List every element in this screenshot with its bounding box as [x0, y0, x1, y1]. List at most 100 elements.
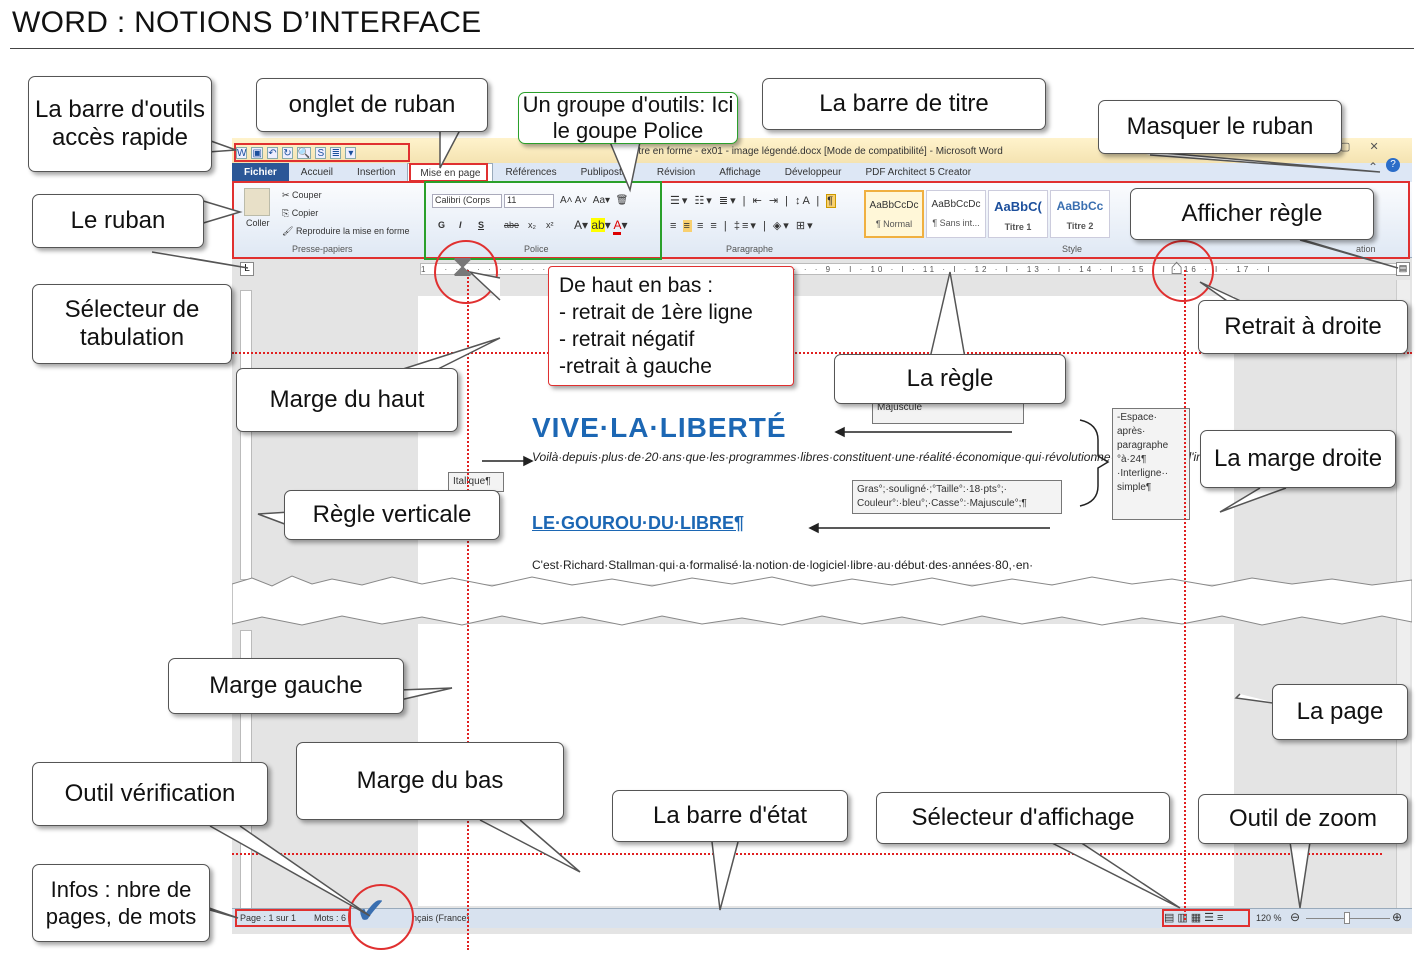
group-label-clipboard: Presse-papiers: [292, 244, 353, 254]
layout-icon[interactable]: ≣: [330, 147, 342, 159]
callout-marge-gauche: Marge gauche: [168, 658, 404, 714]
word-logo-icon: W: [236, 147, 248, 159]
window-controls[interactable]: ▢ ✕: [1340, 141, 1387, 153]
help-icon[interactable]: ?: [1386, 158, 1400, 172]
status-words[interactable]: Mots : 6: [314, 913, 347, 923]
tab-publipostage[interactable]: Publipostag: [580, 167, 633, 178]
scissors-icon: ✂: [282, 190, 293, 200]
callout-qat: La barre d'outils accès rapide: [28, 76, 212, 172]
tab-revision[interactable]: Révision: [656, 167, 696, 178]
cut-button[interactable]: ✂ Couper: [282, 190, 322, 200]
superscript-button[interactable]: x²: [546, 220, 554, 230]
top-margin-line: [232, 352, 1412, 354]
torn-edge: [232, 575, 1412, 626]
comment-espace: -Espace· après· paragraphe °à·24¶ ·Inter…: [1112, 408, 1190, 520]
callout-regle: La règle: [834, 354, 1066, 404]
view-ruler-icon[interactable]: ▤: [1396, 262, 1410, 276]
tab-insertion[interactable]: Insertion: [357, 167, 396, 178]
page-title: WORD : NOTIONS D’INTERFACE: [12, 6, 482, 39]
view-selector-icons[interactable]: ▤▥▦☰≡: [1164, 912, 1227, 924]
zoom-level[interactable]: 120 %: [1256, 913, 1282, 923]
strikethrough-button[interactable]: abe: [504, 220, 520, 230]
callout-onglet: onglet de ruban: [256, 78, 488, 132]
document-heading-1: VIVE·LA·LIBERTÉ: [532, 412, 787, 443]
print-preview-icon[interactable]: 🔍: [296, 147, 312, 159]
callout-regle-verticale: Règle verticale: [284, 490, 500, 540]
right-indent-circle: [1152, 240, 1214, 302]
tab-developpeur[interactable]: Développeur: [784, 167, 842, 178]
proofing-check-icon[interactable]: ✔: [356, 890, 387, 931]
subscript-button[interactable]: x₂: [528, 220, 536, 230]
align-icons[interactable]: ≡ ≡ ≡ ≡ | ‡≡▾ | ◈▾ ⊞▾: [670, 220, 815, 232]
highlight-qat: [234, 143, 410, 162]
right-margin-line: [1184, 270, 1186, 920]
zoom-in-icon[interactable]: ⊕: [1392, 910, 1403, 924]
brush-icon: 🖌: [282, 226, 296, 236]
group-label-font: Police: [524, 244, 549, 254]
underline-button[interactable]: S: [478, 220, 485, 230]
callout-barre-etat: La barre d'état: [612, 790, 848, 842]
title-divider: [10, 48, 1414, 49]
vertical-ruler[interactable]: [240, 290, 252, 580]
callout-selecteur-aff: Sélecteur d'affichage: [876, 792, 1170, 844]
copy-icon: ⎘: [282, 208, 292, 218]
tab-pdf-architect[interactable]: PDF Architect 5 Creator: [865, 167, 972, 178]
style-normal[interactable]: AaBbCcDc¶ Normal: [864, 190, 924, 238]
tab-references[interactable]: Références: [505, 167, 557, 178]
callout-marge-bas: Marge du bas: [296, 742, 564, 820]
callout-selecteur-tab: Sélecteur de tabulation: [32, 284, 232, 364]
tab-affichage[interactable]: Affichage: [719, 167, 761, 178]
format-painter-button[interactable]: 🖌 Reproduire la mise en forme: [282, 226, 410, 236]
callout-titre: La barre de titre: [762, 78, 1046, 130]
zoom-out-icon[interactable]: ⊖: [1290, 910, 1301, 924]
callout-zoom: Outil de zoom: [1198, 794, 1408, 844]
status-pages[interactable]: Page : 1 sur 1: [240, 913, 297, 923]
ribbon-tabs: Fichier Accueil Insertion Mise en page R…: [232, 163, 1412, 182]
status-language[interactable]: nçais (France): [412, 913, 470, 923]
highlight-view-selector: [1162, 909, 1250, 927]
callout-retraits: De haut en bas : - retrait de 1ère ligne…: [548, 266, 794, 386]
callout-marge-droite: La marge droite: [1200, 430, 1396, 488]
right-indent-icon[interactable]: ⌂: [1170, 254, 1184, 279]
customize-qat-icon[interactable]: ▾: [345, 147, 357, 159]
zoom-slider-thumb[interactable]: [1344, 912, 1350, 924]
undo-icon[interactable]: ↶: [266, 147, 278, 159]
title-bar-text: ettre en forme - ex01 - image légendé.do…: [630, 146, 1003, 157]
bold-button[interactable]: G: [438, 220, 446, 230]
highlight-tab: [409, 163, 488, 182]
group-label-paragraph: Paragraphe: [726, 244, 774, 254]
style-sans-interligne[interactable]: AaBbCcDc¶ Sans int...: [926, 190, 986, 238]
callout-infos: Infos : nbre de pages, de mots: [32, 864, 210, 942]
document-paragraph-2: C'est·Richard·Stallman·qui·a·formalisé·l…: [532, 558, 1034, 572]
callout-marge-haut: Marge du haut: [236, 368, 458, 432]
highlight-status-info: [235, 909, 351, 927]
minimize-ribbon-icon[interactable]: ⌃: [1368, 160, 1379, 174]
callout-la-page: La page: [1272, 684, 1408, 740]
copy-button[interactable]: ⎘ Copier: [282, 208, 319, 218]
left-margin-line: [467, 270, 469, 950]
font-size-select[interactable]: 11: [504, 194, 554, 208]
tab-selector[interactable]: L: [240, 262, 254, 276]
comment-gras: Gras°;·souligné·;°Taille°:·18·pts°;· Cou…: [852, 480, 1062, 514]
text-effects-icon[interactable]: A▾ ab▾ A▾: [574, 218, 627, 235]
grow-font-icon[interactable]: A˄ A˅ Aa▾ 🗑: [560, 195, 629, 206]
style-titre1[interactable]: AaBbC(Titre 1: [988, 190, 1048, 238]
paste-icon[interactable]: [244, 188, 270, 216]
list-icons[interactable]: ☰▾ ☷▾ ≣▾ | ⇤ ⇥ | ↕A | ¶: [670, 194, 837, 208]
spelling-icon[interactable]: S: [315, 147, 327, 159]
save-icon[interactable]: ▣: [251, 147, 263, 159]
hourglass-indent-icon[interactable]: ⧗: [452, 250, 474, 283]
status-bar: Page : 1 sur 1 Mots : 6 nçais (France) ▤…: [232, 908, 1412, 928]
italic-button[interactable]: I: [459, 220, 462, 230]
font-name-select[interactable]: Calibri (Corps: [432, 194, 502, 208]
document-heading-2: LE·GOUROU·DU·LIBRE¶: [532, 513, 744, 533]
highlight-font-group: [424, 181, 662, 260]
tab-accueil[interactable]: Accueil: [300, 167, 334, 178]
bottom-margin-line: [232, 853, 1382, 855]
tab-fichier[interactable]: Fichier: [232, 163, 289, 182]
group-label-style: Style: [1062, 244, 1083, 254]
redo-icon[interactable]: ↻: [281, 147, 293, 159]
callout-afficher-regle: Afficher règle: [1130, 188, 1374, 240]
paste-button[interactable]: Coller: [246, 218, 270, 228]
